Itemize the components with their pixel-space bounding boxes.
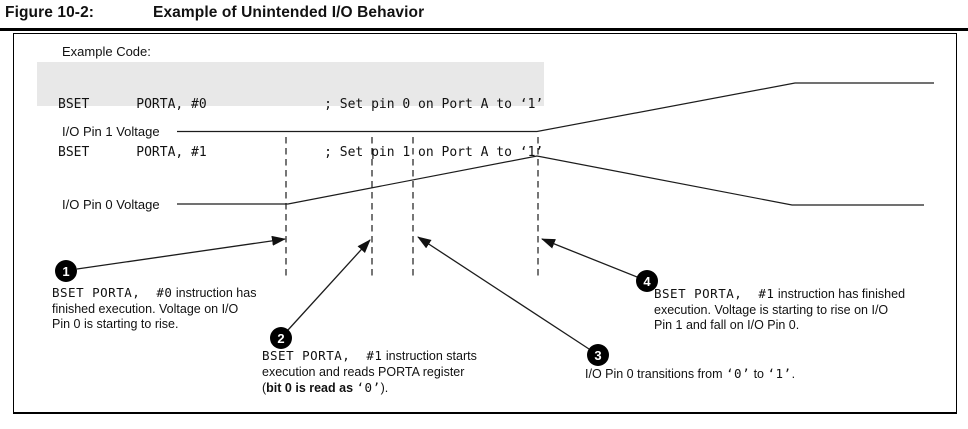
code-line-1: BSET PORTA, #0 ; Set pin 0 on Port A to … (58, 97, 544, 112)
text-segment: bit 0 is read as (266, 381, 354, 395)
code-line-2: BSET PORTA, #1 ; Set pin 1 on Port A to … (58, 145, 544, 160)
text-segment: finished execution. Voltage on I/O (52, 301, 239, 316)
text-segment: Pin 1 and fall on I/O Pin 0. (654, 318, 800, 332)
text-segment: instruction has finished (774, 287, 906, 301)
text-segment: ( (262, 381, 267, 395)
text-segment: ). (380, 381, 389, 395)
text-segment: ‘0’ (356, 380, 381, 395)
callout-2-text: BSET PORTA, #1 instruction starts execut… (262, 348, 477, 397)
text-segment: instruction starts (382, 349, 477, 363)
callout-2-badge: 2 (270, 327, 292, 349)
callout-4-badge: 4 (636, 270, 658, 292)
figure-label: Figure 10-2: (5, 4, 95, 21)
callout-2-line: (bit 0 is read as ‘0’). (262, 380, 477, 397)
callout-2-number: 2 (277, 330, 285, 346)
figure-title: Example of Unintended I/O Behavior (153, 4, 425, 21)
callout-2-line: execution and reads PORTA register (262, 365, 477, 381)
callout-2-line: BSET PORTA, #1 instruction starts (262, 348, 477, 365)
callout-1-badge: 1 (55, 260, 77, 282)
callout-3-line: I/O Pin 0 transitions from ‘0’ to ‘1’. (585, 366, 795, 383)
callout-1-line: Pin 0 is starting to rise. (52, 317, 256, 333)
text-segment: BSET PORTA, #1 (654, 286, 775, 301)
text-segment: Pin 0 is starting to rise. (52, 317, 179, 331)
pin1-voltage-label: I/O Pin 1 Voltage (62, 124, 160, 139)
callout-4-text: BSET PORTA, #1 instruction has finished … (654, 286, 905, 334)
text-segment: execution and reads PORTA register (262, 364, 465, 379)
callout-4-number: 4 (643, 273, 651, 289)
callout-1-line: BSET PORTA, #0 instruction has (52, 285, 256, 302)
text-segment: ‘0’ (726, 366, 751, 381)
text-segment: . (791, 367, 796, 381)
text-segment: to (750, 367, 768, 381)
callout-1-number: 1 (62, 263, 70, 279)
callout-3-text: I/O Pin 0 transitions from ‘0’ to ‘1’. (585, 366, 795, 383)
callout-3-badge: 3 (587, 344, 609, 366)
callout-4-line: execution. Voltage is starting to rise o… (654, 303, 905, 319)
text-segment: BSET PORTA, #0 (52, 285, 173, 300)
callout-4-line: BSET PORTA, #1 instruction has finished (654, 286, 905, 303)
callout-4-line: Pin 1 and fall on I/O Pin 0. (654, 318, 905, 334)
text-segment: instruction has (172, 286, 257, 300)
callout-3-number: 3 (594, 347, 602, 363)
text-segment: ‘1’ (767, 366, 792, 381)
caption-rule (0, 28, 968, 31)
pin0-voltage-label: I/O Pin 0 Voltage (62, 197, 160, 212)
callout-1-text: BSET PORTA, #0 instruction has finished … (52, 285, 256, 333)
text-segment: I/O Pin 0 transitions from (585, 367, 727, 381)
figure-caption: Figure 10-2: Example of Unintended I/O B… (5, 4, 424, 22)
text-segment: execution. Voltage is starting to rise o… (654, 302, 889, 317)
example-code-heading: Example Code: (62, 44, 151, 59)
text-segment: BSET PORTA, #1 (262, 348, 383, 363)
callout-1-line: finished execution. Voltage on I/O (52, 302, 256, 318)
